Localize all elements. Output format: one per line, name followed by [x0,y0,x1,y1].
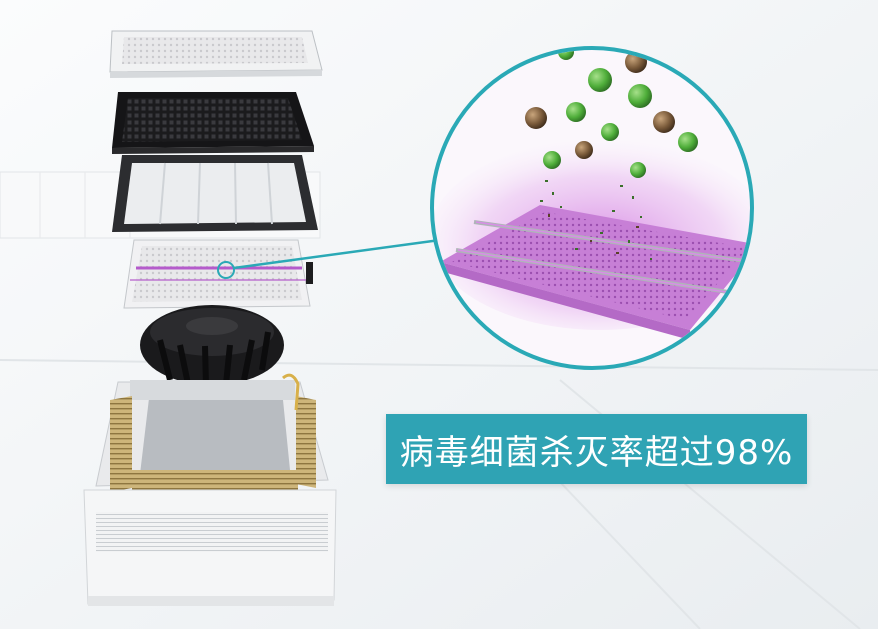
magnified-uv-detail [430,46,754,370]
sterilization-rate-caption: 病毒细菌杀灭率超过98% [386,414,807,484]
bacteria-particle [653,111,675,133]
virus-particle [566,102,586,122]
magnifier-ring [430,46,754,370]
pre-filter-panel [109,30,323,78]
virus-particle [601,123,619,141]
virus-particle [630,162,646,178]
bacteria-particle [575,141,593,159]
virus-particle [588,68,612,92]
virus-particle [543,151,561,169]
bacteria-particle [525,107,547,129]
fan-blower [140,305,284,387]
virus-particle [628,84,652,108]
carbon-filter-panel [112,92,314,154]
virus-particle [678,132,698,152]
uv-sterilization-panel [123,239,313,309]
caption-text: 病毒细菌杀灭率超过98% [399,432,794,473]
callout-connector [233,238,441,270]
purifier-base [83,373,337,606]
hepa-filter-panel [112,155,318,232]
